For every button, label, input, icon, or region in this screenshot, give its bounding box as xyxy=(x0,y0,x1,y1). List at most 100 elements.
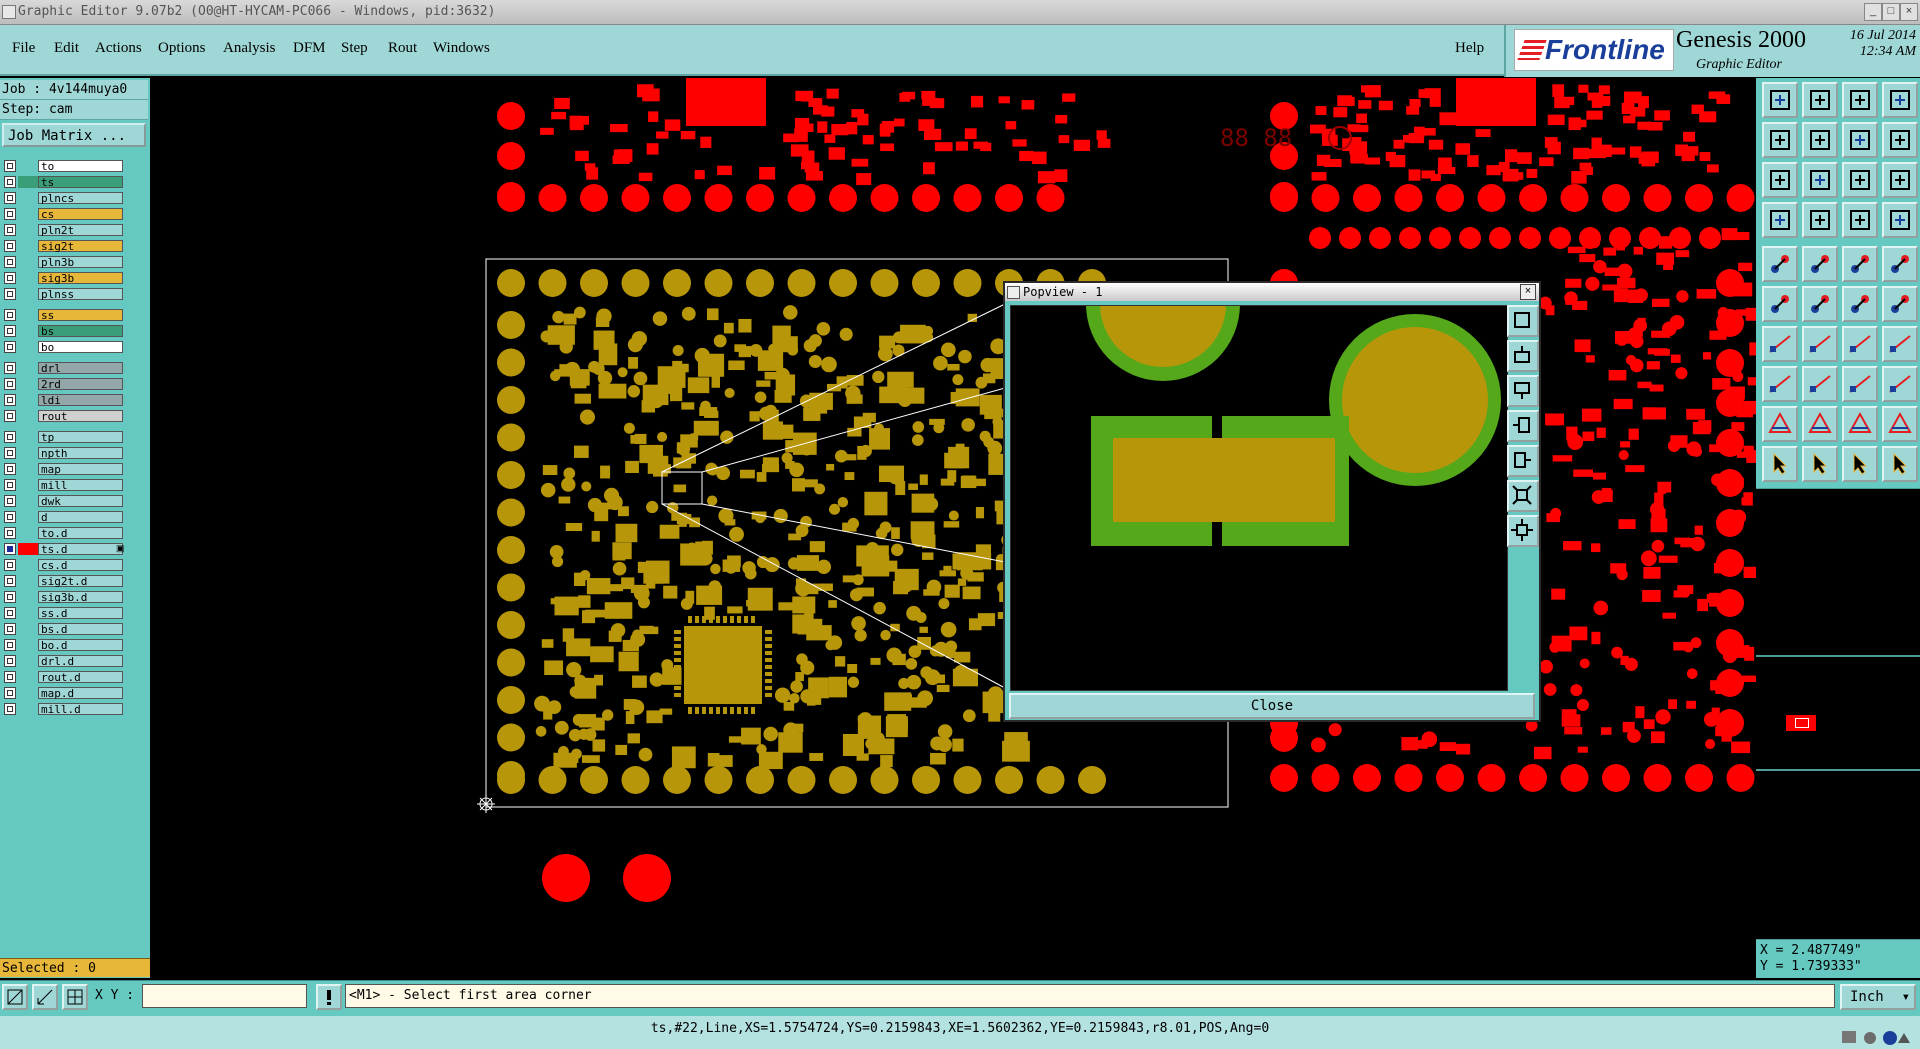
layer-color-swatch[interactable] xyxy=(18,309,38,321)
layer-checkbox[interactable] xyxy=(4,240,16,252)
layer-row-npth[interactable]: npth xyxy=(4,447,123,460)
layer-name[interactable]: to.d xyxy=(38,527,123,540)
layer-name[interactable]: ts xyxy=(38,176,123,189)
menu-file[interactable]: File xyxy=(12,40,36,56)
layer-row-sig3b-d[interactable]: sig3b.d xyxy=(4,591,123,604)
menu-actions[interactable]: Actions xyxy=(95,40,142,56)
job-matrix-button[interactable]: Job Matrix ... xyxy=(2,123,146,147)
layer-row-map[interactable]: map xyxy=(4,463,123,476)
layer-name[interactable]: ss.d xyxy=(38,607,123,620)
layer-name[interactable]: ts.d xyxy=(38,543,123,556)
layer-name[interactable]: pln2t xyxy=(38,224,123,237)
magnify-tool-button[interactable] xyxy=(1882,446,1918,482)
layer-row-map-d[interactable]: map.d xyxy=(4,687,123,700)
measure-mode-icon[interactable] xyxy=(32,984,58,1010)
layer-row-dwk[interactable]: dwk xyxy=(4,495,123,508)
layer-name[interactable]: map.d xyxy=(38,687,123,700)
layer-name[interactable]: sig2t xyxy=(38,240,123,253)
layer-checkbox[interactable] xyxy=(4,325,16,337)
layer-color-swatch[interactable] xyxy=(18,655,38,667)
layer-checkbox[interactable] xyxy=(4,272,16,284)
layer-checkbox[interactable] xyxy=(4,703,16,715)
layer-row-tp[interactable]: tp xyxy=(4,431,123,444)
layer-checkbox[interactable] xyxy=(4,309,16,321)
layer-checkbox[interactable] xyxy=(4,447,16,459)
layer-name[interactable]: sig3b.d xyxy=(38,591,123,604)
layer-name[interactable]: ss xyxy=(38,309,123,322)
layer-row-to-d[interactable]: to.d xyxy=(4,527,123,540)
layer-name[interactable]: drl xyxy=(38,362,123,375)
layer-name[interactable]: plncs xyxy=(38,192,123,205)
window-tool-button[interactable] xyxy=(1882,82,1918,118)
layer-row-ss-d[interactable]: ss.d xyxy=(4,607,123,620)
layer-color-swatch[interactable] xyxy=(18,160,38,172)
layer-name[interactable]: tp xyxy=(38,431,123,444)
layer-name[interactable]: drl.d xyxy=(38,655,123,668)
slash-tool-button[interactable] xyxy=(1802,326,1838,362)
layer-color-swatch[interactable] xyxy=(18,378,38,390)
layer-color-swatch[interactable] xyxy=(18,272,38,284)
layer-checkbox[interactable] xyxy=(4,431,16,443)
route-tool-button[interactable] xyxy=(1762,366,1798,402)
next-tool-button[interactable] xyxy=(1802,122,1838,158)
layer-name[interactable]: to xyxy=(38,160,123,173)
layer-name[interactable]: mill xyxy=(38,479,123,492)
arc-tool-button[interactable] xyxy=(1842,286,1878,322)
mini-view-1[interactable] xyxy=(1756,488,1920,656)
layer-checkbox[interactable] xyxy=(4,527,16,539)
popview-tool-6[interactable] xyxy=(1507,480,1539,512)
layer-name[interactable]: sig2t.d xyxy=(38,575,123,588)
layer-name[interactable]: map xyxy=(38,463,123,476)
layer-color-swatch[interactable] xyxy=(18,256,38,268)
layer-row-mill-d[interactable]: mill.d xyxy=(4,703,123,716)
layer-name[interactable]: pln3b xyxy=(38,256,123,269)
layer-color-swatch[interactable] xyxy=(18,176,38,188)
menu-rout[interactable]: Rout xyxy=(388,40,418,56)
layer-row-d[interactable]: d xyxy=(4,511,123,524)
layer-color-swatch[interactable] xyxy=(18,479,38,491)
layer-checkbox[interactable] xyxy=(4,362,16,374)
snap-mode-icon[interactable] xyxy=(2,984,28,1010)
layer-checkbox[interactable] xyxy=(4,575,16,587)
layer-color-swatch[interactable] xyxy=(18,325,38,337)
circle-tool-button[interactable] xyxy=(1882,246,1918,282)
layer-name[interactable]: mill.d xyxy=(38,703,123,716)
layer-checkbox[interactable] xyxy=(4,511,16,523)
text-tool-button[interactable] xyxy=(1882,326,1918,362)
layer-name[interactable]: cs xyxy=(38,208,123,221)
tri4-tool-button[interactable] xyxy=(1882,406,1918,442)
layers-tool-button[interactable] xyxy=(1882,202,1918,238)
pad-tool-button[interactable] xyxy=(1762,246,1798,282)
layer-row-bs[interactable]: bs xyxy=(4,325,123,338)
dotline-tool-button[interactable] xyxy=(1842,246,1878,282)
layer-row-cs-d[interactable]: cs.d xyxy=(4,559,123,572)
layer-row-pln3b[interactable]: pln3b xyxy=(4,256,123,269)
layer-color-swatch[interactable] xyxy=(18,431,38,443)
popview-tool-2[interactable] xyxy=(1507,340,1539,372)
layer-name[interactable]: bo xyxy=(38,341,123,354)
layer-row-plnss[interactable]: plnss xyxy=(4,288,123,301)
triangle-tool-button[interactable] xyxy=(1762,406,1798,442)
help-tray-icon[interactable] xyxy=(1883,1031,1897,1045)
layer-checkbox[interactable] xyxy=(4,410,16,422)
layer-color-swatch[interactable] xyxy=(18,623,38,635)
layer-name[interactable]: cs.d xyxy=(38,559,123,572)
network-icon[interactable] xyxy=(1864,1032,1876,1044)
pointer-tool-button[interactable] xyxy=(1802,446,1838,482)
menu-dfm[interactable]: DFM xyxy=(293,40,326,56)
mini-view-3[interactable] xyxy=(1756,770,1920,940)
layer-color-swatch[interactable] xyxy=(18,463,38,475)
layer-checkbox[interactable] xyxy=(4,639,16,651)
layer-checkbox[interactable] xyxy=(4,463,16,475)
edit-tool-button[interactable] xyxy=(1762,326,1798,362)
layer-color-swatch[interactable] xyxy=(18,559,38,571)
layer-row-pln2t[interactable]: pln2t xyxy=(4,224,123,237)
layer-row-to[interactable]: to xyxy=(4,160,123,173)
layer-row-drl-d[interactable]: drl.d xyxy=(4,655,123,668)
connect-tool-button[interactable] xyxy=(1762,286,1798,322)
layer-name[interactable]: plnss xyxy=(38,288,123,301)
info-button[interactable] xyxy=(316,984,342,1010)
select-tool-button[interactable] xyxy=(1762,446,1798,482)
cross-tool-button[interactable] xyxy=(1802,286,1838,322)
layer-name[interactable]: dwk xyxy=(38,495,123,508)
